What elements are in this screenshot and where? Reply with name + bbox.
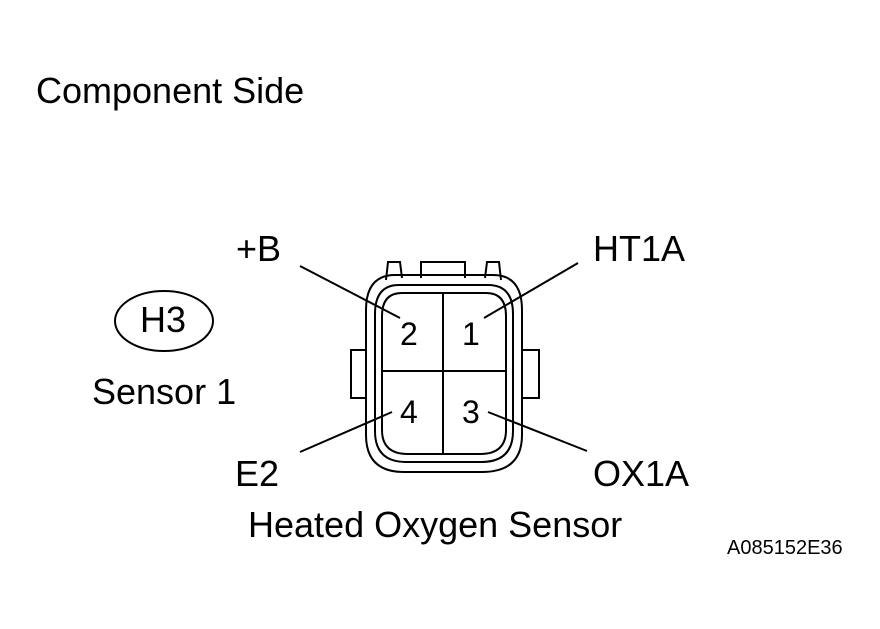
connector-cavity (381, 292, 507, 455)
pin3-signal-label: OX1A (593, 453, 690, 494)
connector-ear-right (522, 349, 540, 399)
pin3-number: 3 (462, 394, 480, 430)
pin4-signal-label: E2 (235, 453, 280, 494)
pin4-number: 4 (400, 394, 418, 430)
connector-code-ellipse (114, 290, 214, 352)
connector-lock-tab (420, 261, 466, 278)
pin1-number: 1 (462, 316, 480, 352)
connector-housing-inner (374, 284, 514, 463)
leader-line-pin3 (487, 411, 588, 452)
pin1-signal-label: HT1A (593, 228, 686, 269)
connector-ear-left (350, 349, 366, 399)
page-title: Component Side (36, 70, 305, 111)
connector-post-right (484, 261, 502, 281)
connector-post-left (385, 261, 403, 281)
pin2-number: 2 (400, 316, 418, 352)
sensor-number: Sensor 1 (92, 371, 237, 412)
figure-id: A085152E36 (727, 537, 843, 559)
pin2-signal-label: +B (236, 228, 282, 269)
connector-housing-outer (365, 274, 523, 473)
leader-line-pin2 (299, 265, 401, 319)
leader-line-pin4 (299, 411, 393, 453)
part-name: Heated Oxygen Sensor (248, 504, 623, 545)
connector-code: H3 (140, 299, 187, 340)
leader-line-pin1 (483, 262, 579, 319)
